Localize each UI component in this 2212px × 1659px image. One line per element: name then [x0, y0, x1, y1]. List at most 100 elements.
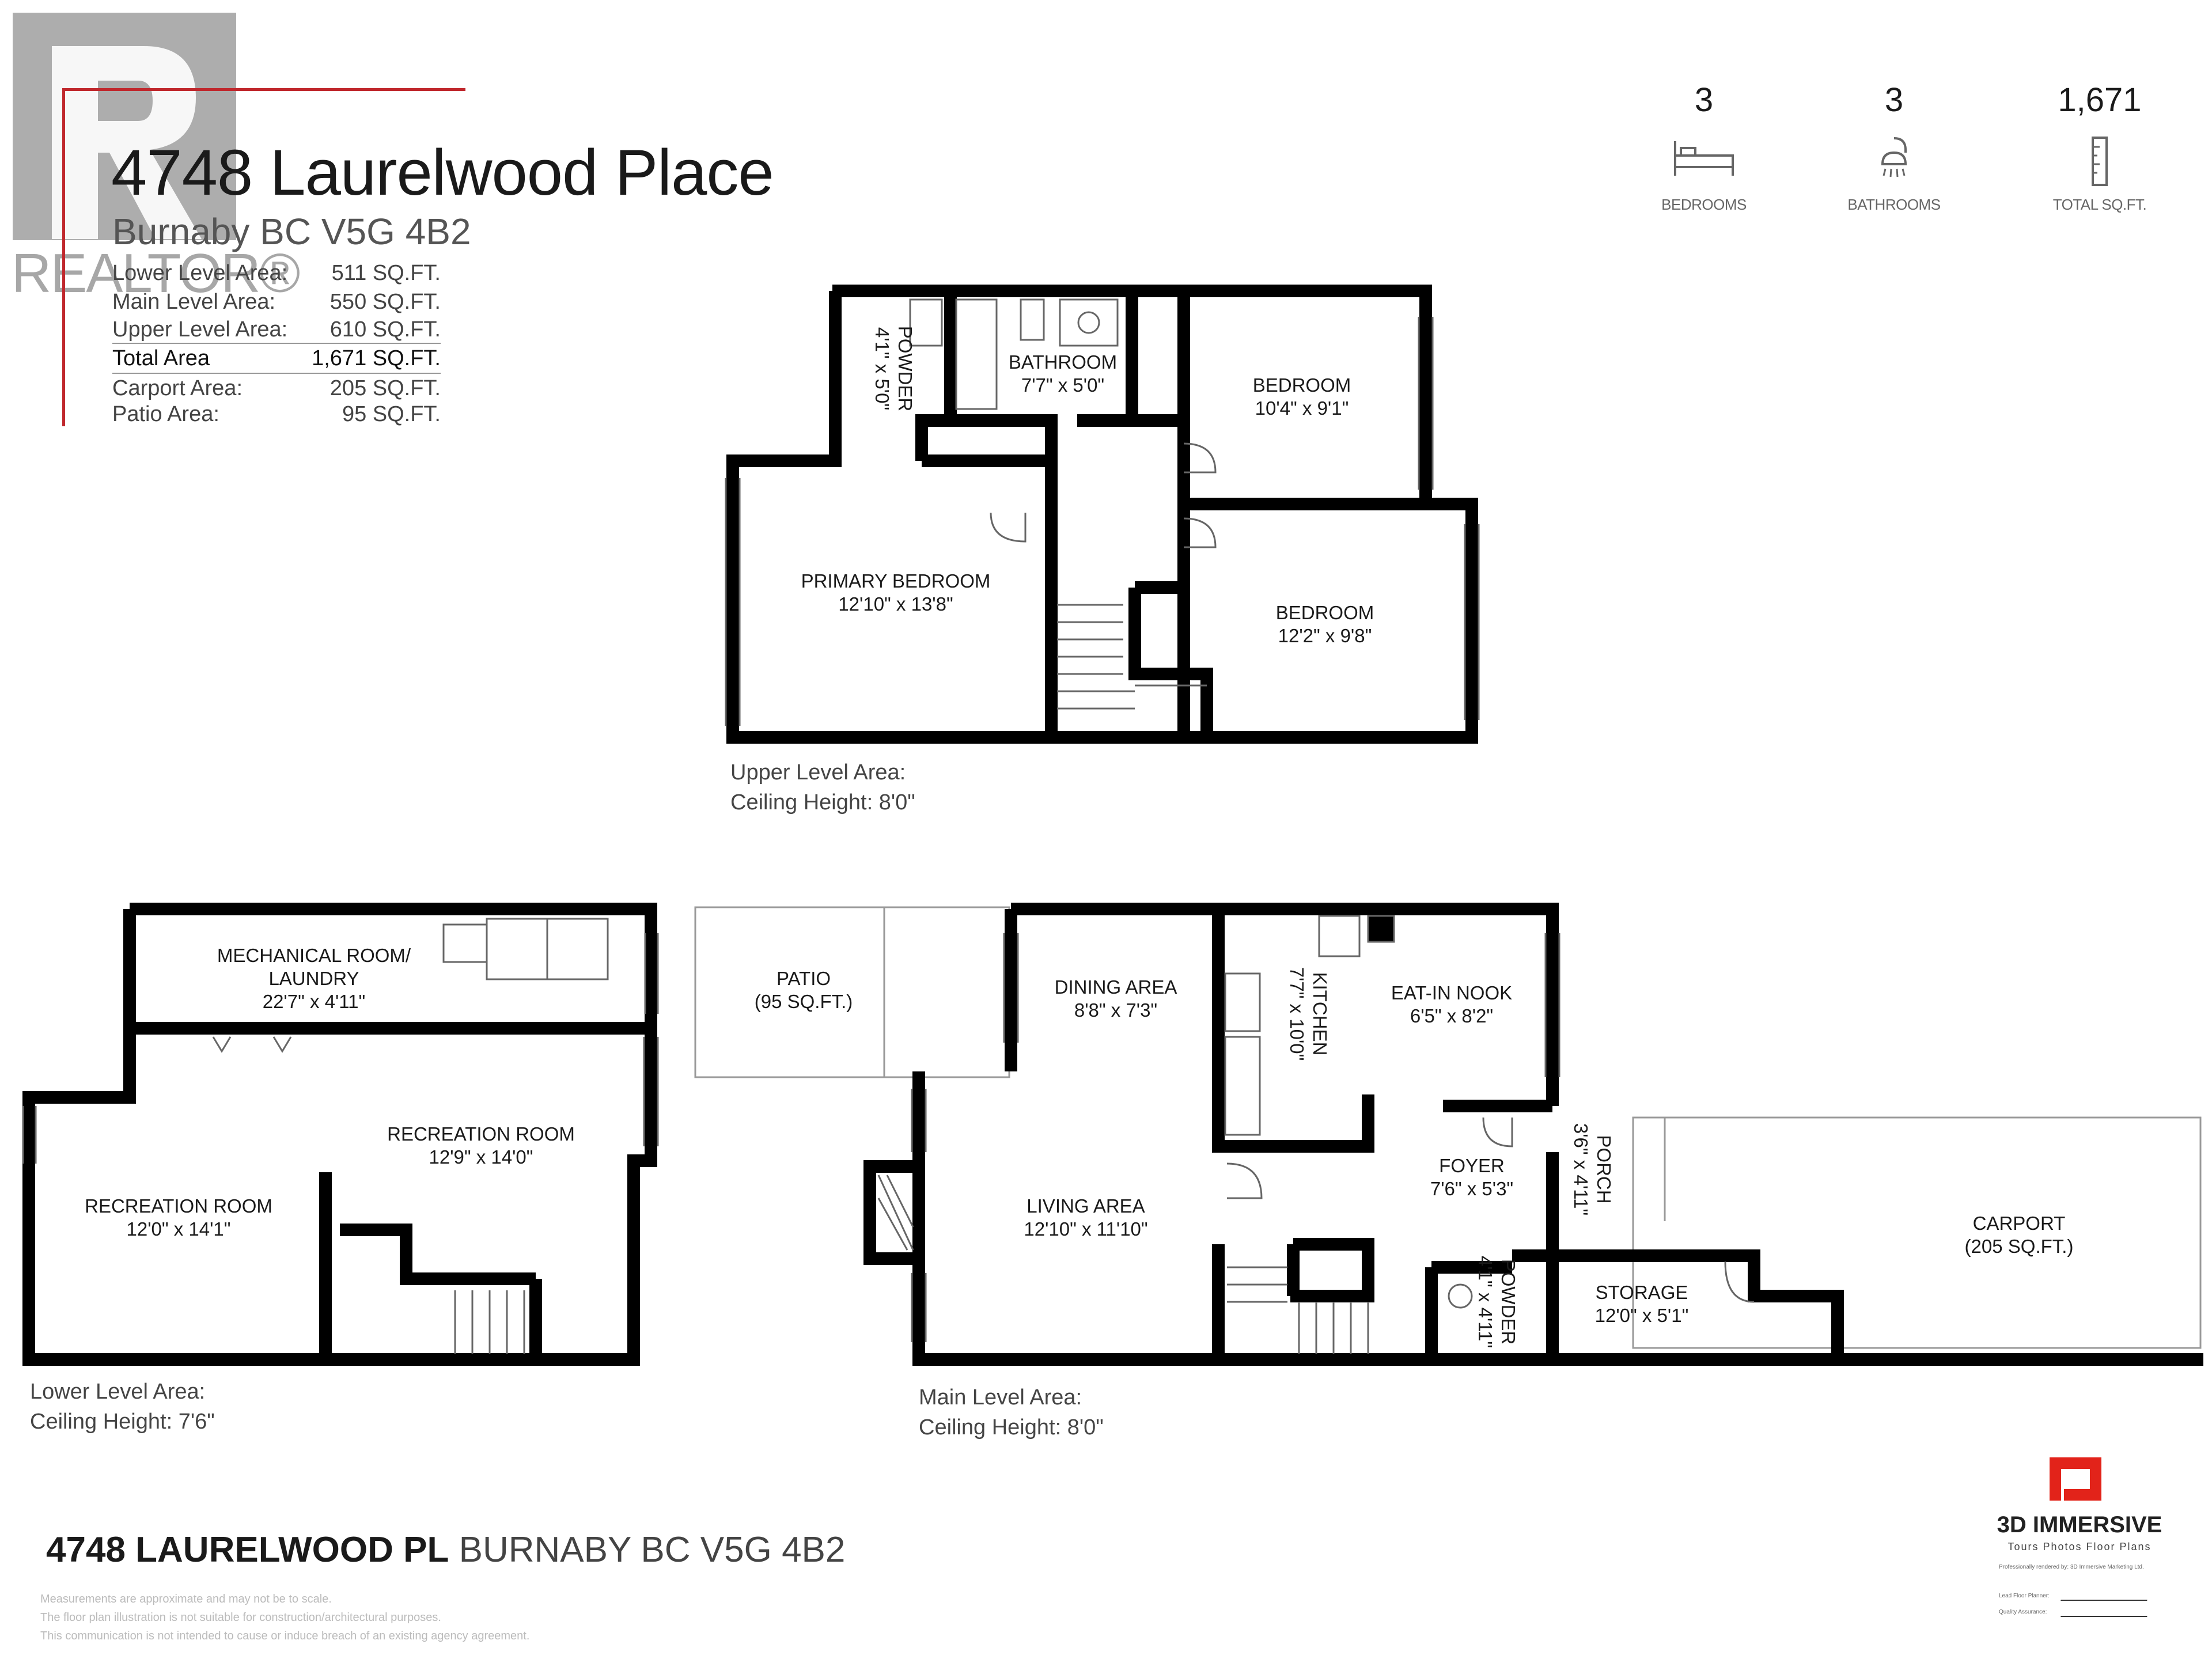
- area-value: 205 SQ.FT.: [329, 376, 441, 400]
- upper-primary-dim: 12'10" x 13'8": [838, 593, 953, 615]
- realtor-logo: [12, 12, 239, 242]
- page-title: 4748 Laurelwood Place: [111, 137, 774, 209]
- main-dining-label: DINING AREA: [1055, 976, 1177, 998]
- realtor-r-icon: [13, 13, 236, 240]
- bed-icon: [1674, 141, 1734, 176]
- upper-stairs: [1057, 604, 1207, 710]
- main-wall-kitchen: [1212, 909, 1374, 1153]
- upper-sink: [1077, 311, 1100, 334]
- upper-ceiling-label: Ceiling Height: 8'0": [730, 790, 915, 815]
- footer-address-bold: 4748 LAURELWOOD PL: [46, 1530, 449, 1570]
- main-carport-dim: (205 SQ.FT.): [1965, 1236, 2074, 1257]
- stat-value: 1,671: [2058, 81, 2142, 119]
- area-value: 1,671 SQ.FT.: [312, 346, 441, 370]
- area-divider-bottom: [112, 373, 441, 374]
- main-powder-sink: [1448, 1283, 1473, 1309]
- main-living-label: LIVING AREA: [1027, 1195, 1145, 1217]
- stat-bathrooms: 3 BATHROOMS: [1808, 81, 1980, 225]
- main-area-label: Main Level Area:: [919, 1385, 1082, 1410]
- realtor-logo-text: REALTOR®: [12, 243, 300, 304]
- main-fireplace: [863, 1160, 925, 1265]
- upper-door-bed1: [1183, 442, 1217, 474]
- lower-wall-stair: [340, 1224, 542, 1359]
- stat-label: TOTAL SQ.FT.: [2052, 196, 2147, 213]
- stat-label: BATHROOMS: [1847, 196, 1941, 213]
- main-ceiling-label: Ceiling Height: 8'0": [919, 1415, 1104, 1440]
- stat-total-sqft: 1,671 TOTAL SQ.FT.: [2013, 81, 2186, 225]
- main-level-plan: PATIO (95 SQ.FT.) DINING AREA 8'8" x 7'3…: [694, 903, 2203, 1366]
- main-wall-storage: [1512, 1249, 1844, 1359]
- upper-door-bed2: [1183, 517, 1217, 548]
- main-foyer-label: FOYER: [1439, 1155, 1505, 1176]
- footer-disclaimer: Measurements are approximate and may not…: [40, 1590, 529, 1645]
- area-label: Main Level Area:: [112, 290, 276, 314]
- main-outer-wall: [912, 903, 1559, 1366]
- upper-bed2-dim: 12'2" x 9'8": [1278, 625, 1372, 646]
- upper-level-plan: POWDER 4'1" x 5'0" BATHROOM 7'7" x 5'0" …: [725, 285, 1480, 744]
- main-dining-dim: 8'8" x 7'3": [1074, 999, 1157, 1021]
- upper-bed2-label: BEDROOM: [1276, 602, 1374, 623]
- main-stairs: [1227, 1266, 1369, 1354]
- upper-window-right-bed1: [1418, 317, 1434, 490]
- main-kitchen-label: KITCHEN: [1309, 972, 1331, 1056]
- stat-value: 3: [1694, 81, 1714, 119]
- upper-window-right-bed2: [1464, 524, 1480, 720]
- area-label: Total Area: [112, 346, 210, 370]
- area-row-lower: Lower Level Area: 511 SQ.FT.: [112, 261, 441, 290]
- accent-line-vertical: [62, 88, 65, 426]
- main-counter: [1224, 1036, 1261, 1136]
- upper-window-left: [725, 478, 741, 726]
- main-door-storage: [1724, 1261, 1755, 1303]
- main-living-dim: 12'10" x 11'10": [1024, 1218, 1147, 1240]
- main-door-stair: [1226, 1162, 1263, 1199]
- lower-dryer: [546, 918, 609, 980]
- disclaimer-line: The floor plan illustration is not suita…: [40, 1611, 441, 1624]
- area-divider-top: [112, 343, 441, 344]
- lower-ceiling-label: Ceiling Height: 7'6": [30, 1410, 215, 1434]
- area-label: Carport Area:: [112, 376, 243, 400]
- stat-bedrooms: 3 BEDROOMS: [1618, 81, 1790, 225]
- upper-door-primary: [990, 512, 1027, 543]
- upper-toilet: [1020, 298, 1045, 341]
- area-value: 550 SQ.FT.: [329, 290, 441, 314]
- main-window-nook: [1544, 933, 1560, 1077]
- main-powder-label: POWDER: [1498, 1259, 1519, 1345]
- main-level-note: Main Level Area: Ceiling Height: 8'0": [919, 1382, 1104, 1442]
- planner-signature: [2061, 1586, 2150, 1601]
- lower-window-right: [643, 1037, 659, 1146]
- main-wall-powder: [1425, 1261, 1512, 1359]
- upper-powder-sink: [909, 298, 943, 347]
- planner-label: Lead Floor Planner:: [1999, 1593, 2050, 1599]
- upper-area-label: Upper Level Area:: [730, 760, 906, 785]
- lower-mech-label-2: LAUNDRY: [268, 968, 359, 989]
- main-window-living: [911, 1089, 927, 1152]
- disclaimer-line: This communication is not intended to ca…: [40, 1630, 530, 1642]
- area-table: Lower Level Area: 511 SQ.FT. Main Level …: [112, 261, 441, 434]
- area-label: Patio Area:: [112, 402, 219, 426]
- main-fridge: [1367, 915, 1395, 943]
- lower-window-top: [644, 933, 659, 1014]
- lower-washer: [486, 918, 548, 980]
- main-fireplace-hatch: [877, 1175, 914, 1251]
- shower-icon: [1881, 137, 1907, 177]
- qa-signature: [2061, 1602, 2150, 1617]
- page-subtitle: Burnaby BC V5G 4B2: [112, 211, 471, 252]
- main-nook-label: EAT-IN NOOK: [1391, 982, 1512, 1003]
- brand-tagline: Tours Photos Floor Plans: [2008, 1541, 2152, 1552]
- main-range: [1318, 915, 1361, 957]
- main-carport-label: CARPORT: [1973, 1213, 2066, 1234]
- main-wall-stair-box: [1293, 1238, 1374, 1302]
- lower-rec1-dim: 12'0" x 14'1": [127, 1218, 231, 1240]
- main-door-foyer: [1482, 1117, 1513, 1147]
- footer-address-rest: BURNABY BC V5G 4B2: [459, 1530, 846, 1570]
- main-foyer-dim: 7'6" x 5'3": [1430, 1178, 1513, 1199]
- area-label: Upper Level Area:: [112, 317, 288, 342]
- area-row-total: Total Area 1,671 SQ.FT.: [112, 346, 441, 375]
- area-value: 95 SQ.FT.: [342, 402, 441, 426]
- area-row-upper: Upper Level Area: 610 SQ.FT.: [112, 317, 441, 346]
- lower-outer-wall: [22, 903, 657, 1366]
- stat-value: 3: [1884, 81, 1904, 119]
- stat-label: BEDROOMS: [1661, 196, 1747, 213]
- upper-bed1-dim: 10'4" x 9'1": [1255, 397, 1349, 419]
- upper-bath-dim: 7'7" x 5'0": [1021, 374, 1104, 396]
